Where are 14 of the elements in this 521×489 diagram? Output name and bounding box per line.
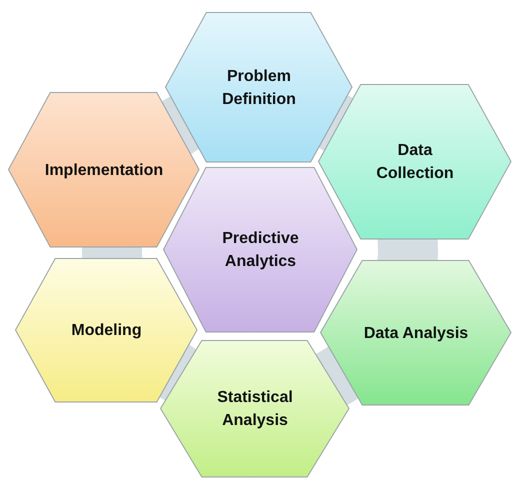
hexagon-label: Implementation [44,160,164,180]
hexagon-label: Problem Definition [221,66,297,110]
hexagon-label: Statistical Analysis [216,388,294,431]
hexagon [318,84,512,240]
hexagon [15,258,198,403]
hexagon-label: Predictive Analytics [221,229,300,272]
hexagon-label: Data Collection [375,141,455,184]
hexagon-label: Modeling [70,321,143,341]
hexagon [165,12,353,163]
hexagon [320,260,512,406]
hexagon [8,92,200,248]
hexagon [163,167,358,333]
hexagon-label: Data Analysis [362,324,470,344]
hexagon [160,340,350,478]
